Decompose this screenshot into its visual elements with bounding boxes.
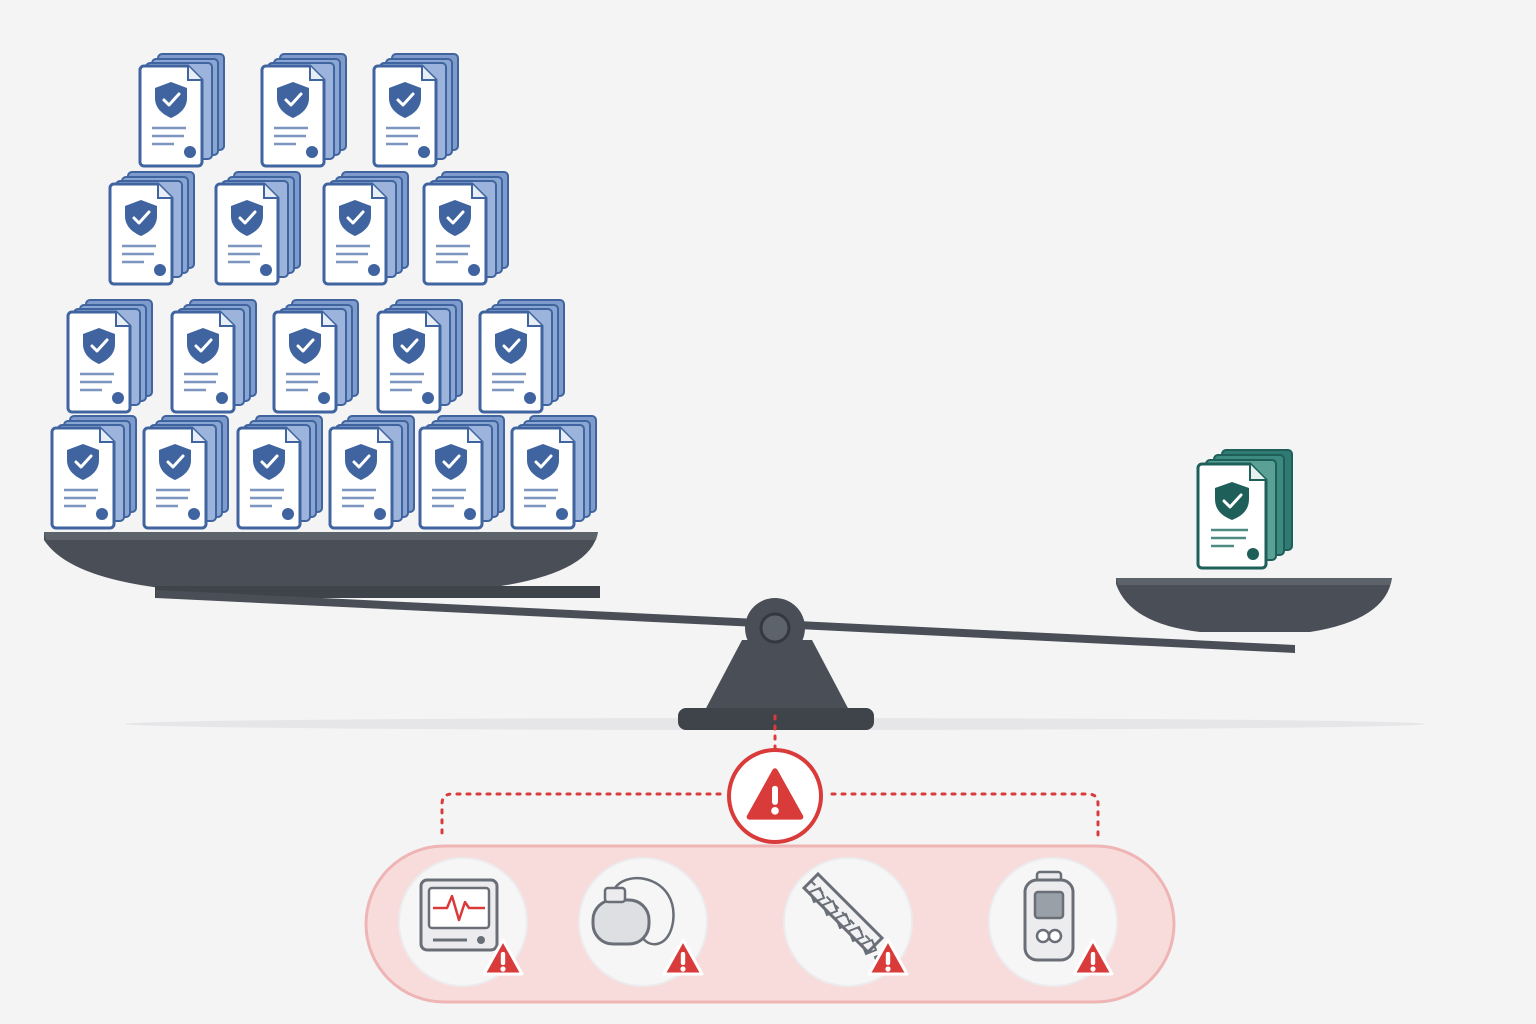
- certificate-document: [376, 298, 464, 414]
- certificate-document: [328, 414, 416, 530]
- certificate-document: [214, 170, 302, 286]
- certificate-document: [418, 414, 506, 530]
- certificate-document: [260, 52, 348, 168]
- certificate-document: [50, 414, 138, 530]
- certificate-document: [236, 414, 324, 530]
- certificate-document: [142, 414, 230, 530]
- certificate-document: [478, 298, 566, 414]
- left-document-pile: [50, 52, 598, 530]
- stent-icon: [801, 871, 891, 969]
- certificate-document: [272, 298, 360, 414]
- certificate-document: [138, 52, 226, 168]
- left-scale-pan: [44, 532, 600, 598]
- insulin-pump-icon: [1023, 870, 1075, 962]
- alert-connectors: [440, 714, 1100, 838]
- scale-beam: [156, 590, 1295, 653]
- right-scale-pan: [1116, 578, 1392, 632]
- device-patient-monitor: [398, 857, 528, 987]
- device-pacemaker: [578, 857, 708, 987]
- central-alert: [727, 748, 823, 844]
- warning-triangle-icon: [746, 768, 804, 820]
- scale-fulcrum: [678, 598, 874, 730]
- certificate-document: [170, 298, 258, 414]
- device-insulin-pump: [988, 857, 1118, 987]
- pacemaker-icon: [591, 877, 675, 946]
- certificate-document: [422, 170, 510, 286]
- ecg-monitor-icon: [419, 878, 499, 952]
- device-band: [364, 844, 1176, 1004]
- certificate-document: [510, 414, 598, 530]
- certificate-document: [372, 52, 460, 168]
- device-stent: [783, 857, 913, 987]
- certificate-document: [322, 170, 410, 286]
- certificate-document: [66, 298, 154, 414]
- right-document: [1196, 448, 1294, 570]
- certificate-document: [108, 170, 196, 286]
